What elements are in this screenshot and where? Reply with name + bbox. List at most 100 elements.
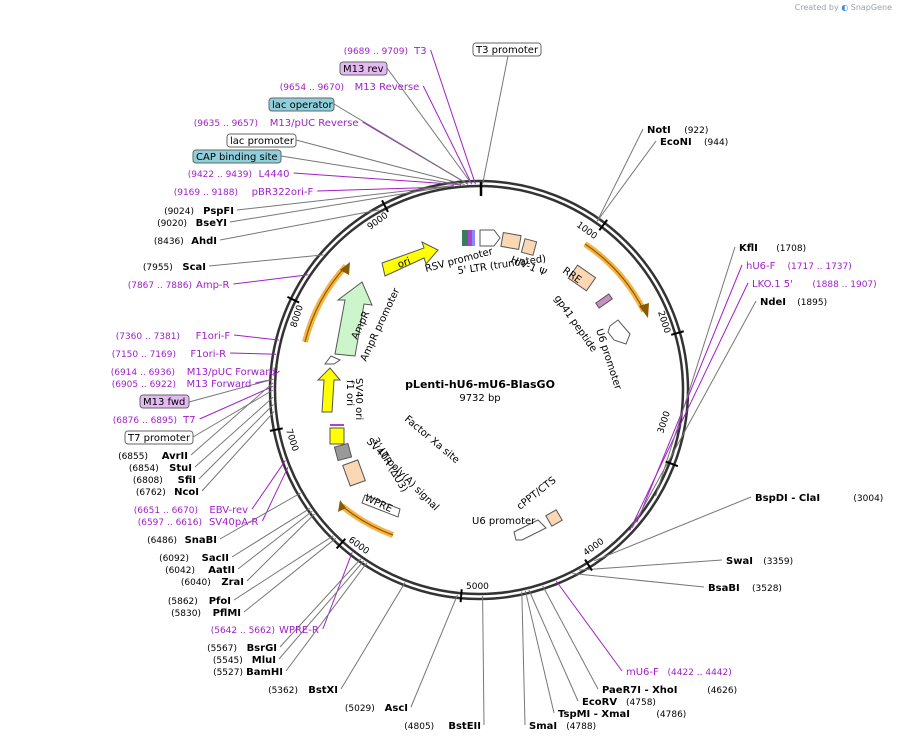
credit-prefix: Created by [794,3,839,12]
primer-pos: (4422 .. 4442) [668,668,732,678]
gp41-box [595,293,613,309]
enzyme-line [410,594,458,708]
enzyme-pos: (5567) [207,644,237,654]
enzyme-pos: (4758) [626,698,656,708]
tick-4000: 4000 [582,537,607,559]
plasmid-name: pLenti-hU6-mU6-BlasGO [405,378,555,391]
primer-name: M13/pUC Forward [187,367,276,378]
box-line-6 [192,389,274,438]
primer-name: F1ori-R [190,349,226,360]
enzyme-line [190,382,274,456]
enzyme-line [219,492,301,540]
primer-pos: (7150 .. 7169) [112,350,176,360]
enzyme-line [231,507,311,558]
ampr-promoter-arrow [324,355,342,365]
primer-line [234,334,280,341]
enzyme-name: BamHI [246,667,283,678]
primer-pos: (7867 .. 7886) [128,281,192,291]
feature-label-sv40ori: SV40 ori [353,378,364,420]
enzyme-pos: (9024) [164,207,194,217]
boxed-t7-promoter: T7 promoter [127,433,191,444]
enzyme-line [285,562,368,672]
enzyme-name: KflI [739,243,758,254]
enzyme-line [542,585,599,690]
u6-promoter-1-arrow [607,319,631,345]
primer-pos: (9654 .. 9670) [280,83,344,93]
enzyme-pos: (6762) [136,488,166,498]
enzyme-line [594,496,752,562]
primer-line [555,580,623,672]
wpre-arc-arrow-icon [338,500,346,512]
enzyme-pos: (5362) [268,686,298,696]
enzyme-line [631,300,757,529]
enzyme-pos: (5830) [171,609,201,619]
rre-box [567,264,597,292]
enzyme-line [237,510,313,570]
primer-pos: (9422 .. 9439) [188,170,252,180]
primer-pos: (9169 .. 9188) [174,188,238,198]
primer-line [317,186,444,192]
primer-name: WPRE-R [279,625,319,636]
primer-name: EBV-rev [209,505,248,516]
feature-label-ori: ori [396,256,412,271]
enzyme-line [521,591,526,726]
enzyme-pos: (5029) [345,704,375,714]
hU6-arc-core [584,243,645,312]
enzyme-name: PflMI [213,608,241,619]
enzyme-name: NdeI [760,297,786,308]
enzyme-name: SacII [202,553,229,564]
primer-line [629,282,749,531]
box-line-3 [295,139,465,185]
box-line-4 [280,155,462,186]
enzyme-name: AscI [385,703,408,714]
backbone-outer [268,179,690,601]
u6-promoter-2-arrow [513,519,547,541]
enzyme-line [596,140,657,222]
tick-marks [269,199,685,603]
enzyme-pos: (5545) [213,656,243,666]
enzyme-pos: (3359) [763,557,793,567]
primer-pos: (1888 .. 1907) [812,280,876,290]
factor-xa-marker [330,424,344,426]
credit-brand: SnapGene [850,3,892,12]
ltr-box [500,231,522,251]
enzyme-line [340,582,406,690]
feature-small-blue [472,230,475,246]
enzyme-pos: (5862) [168,597,198,607]
enzyme-pos: (3004) [853,494,883,504]
enzyme-line [279,558,362,648]
enzyme-pos: (6854) [129,464,159,474]
enzyme-line [528,589,579,702]
primer-line [199,385,274,420]
primer-pos: (6914 .. 6936) [111,368,175,378]
tick-7000: 7000 [283,428,300,453]
enzyme-name: NotI [647,125,671,136]
enzyme-pos: (6092) [159,554,189,564]
enzyme-line [572,573,705,588]
amp-arc-arrow-icon [340,262,350,275]
enzyme-pos: (1708) [776,244,806,254]
box-line-0 [482,55,509,185]
feature-label-wpre: WPRE [363,493,394,515]
enzyme-line [194,396,274,468]
primer-name: mU6-F [626,667,659,678]
feature-label-factorxa: Factor Xa site [402,414,461,466]
backbone-inner [273,184,685,596]
tick-mark-6 [335,538,347,550]
primer-line [230,352,277,355]
primer-pos: (7360 .. 7381) [116,332,180,342]
feature-label-cppt: cPPT/CTS [515,475,558,512]
enzyme-line [243,537,337,613]
enzyme-name: AatII [208,565,235,576]
primer-name: SV40pA-R [209,517,258,528]
enzyme-name: EcoNI [660,137,692,148]
hiv-psi-box [520,238,538,256]
leader-lines [188,49,757,726]
enzyme-line [198,404,274,480]
enzyme-name: NcoI [174,487,199,498]
tick-mark-3 [665,460,679,468]
tick-5000: 5000 [466,582,489,592]
primer-pos: (6876 .. 6895) [113,416,177,426]
enzyme-line [229,185,454,223]
box-line-2 [333,103,469,185]
